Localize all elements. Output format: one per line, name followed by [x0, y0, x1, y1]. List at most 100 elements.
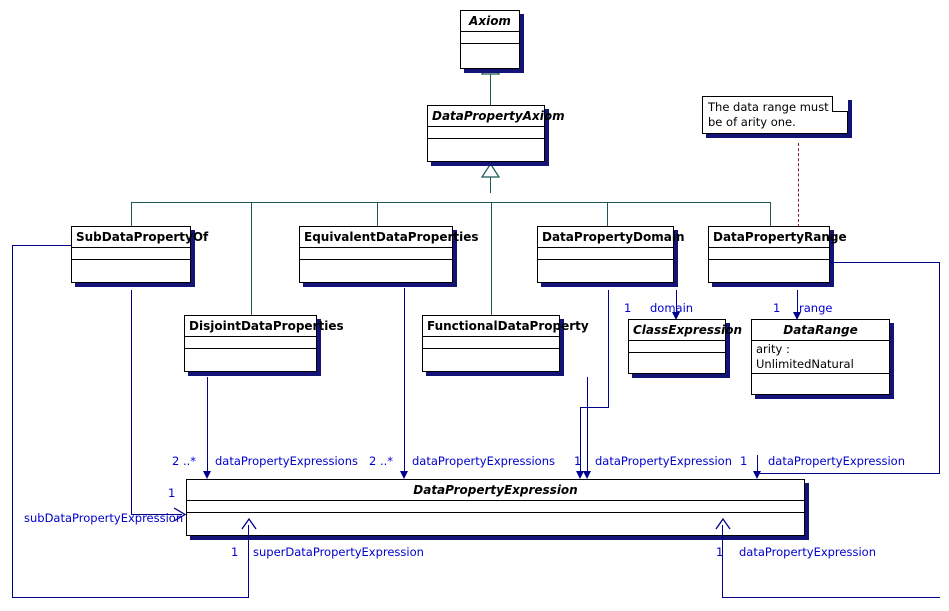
assoc-role-right-self: dataPropertyExpression [739, 545, 876, 559]
assoc-line-sub-dpe-h2 [12, 597, 249, 598]
class-datapropertyexpression-operations [187, 513, 804, 535]
assoc-line-range-dpe-v1 [939, 262, 940, 474]
class-datapropertyaxiom[interactable]: DataPropertyAxiom [427, 105, 565, 162]
assoc-mult-range: 1 [773, 301, 781, 315]
assoc-role-range-dpe: dataPropertyExpression [768, 454, 905, 468]
class-datapropertyrange-attributes [709, 248, 829, 259]
generalization-arrow-dpa [480, 162, 501, 182]
class-disjointdataproperties-operations [185, 349, 316, 371]
assoc-line-right-self-h [722, 597, 940, 598]
class-datapropertydomain-name: DataPropertyDomain [542, 230, 685, 244]
assoc-line-domain-dpe-v1 [608, 290, 609, 408]
assoc-arrow-equiv-dpes [400, 471, 408, 479]
class-disjointdataproperties-name: DisjointDataProperties [189, 319, 344, 333]
class-datapropertydomain-attributes [538, 248, 673, 259]
assoc-mult-functional-dpe: 1 [574, 454, 582, 468]
assoc-line-disjoint-dpes [207, 377, 208, 473]
class-axiom[interactable]: Axiom [460, 10, 520, 69]
class-equivalentdataproperties-operations [300, 260, 452, 282]
class-datapropertyrange[interactable]: DataPropertyRange [708, 226, 847, 283]
generalization-leg-functionaldataproperty [491, 202, 493, 315]
assoc-role-sub-dpe: subDataPropertyExpression [24, 511, 184, 525]
generalization-line-axiom [490, 73, 491, 105]
note-anchor-line [798, 143, 799, 227]
generalization-leg-datapropertydomain [607, 202, 609, 226]
assoc-mult-equiv-dpes: 2 ..* [369, 454, 394, 468]
class-equivalentdataproperties[interactable]: EquivalentDataProperties [299, 226, 479, 283]
assoc-arrow-sub-dpe [170, 506, 188, 523]
class-disjointdataproperties[interactable]: DisjointDataProperties [184, 315, 344, 372]
assoc-line-super-dpe-v [248, 525, 249, 597]
assoc-role-disjoint-dpes: dataPropertyExpressions [215, 454, 358, 468]
assoc-mult-disjoint-dpes: 2 ..* [172, 454, 197, 468]
assoc-mult-range-dpe: 1 [740, 454, 748, 468]
assoc-arrow-right-self [714, 517, 732, 531]
class-functionaldataproperty-operations [423, 349, 559, 371]
class-datapropertyaxiom-attributes [428, 127, 544, 138]
assoc-mult-right-self: 1 [716, 545, 724, 559]
assoc-mult-domain: 1 [624, 301, 632, 315]
class-classexpression-attributes [629, 341, 725, 352]
assoc-line-sub-dpe-v2 [131, 290, 132, 515]
assoc-arrow-super-dpe [240, 517, 258, 531]
class-datarange[interactable]: DataRange arity : UnlimitedNatural [751, 319, 890, 395]
assoc-arrow-disjoint-dpes [203, 471, 211, 479]
assoc-line-domain [676, 290, 677, 315]
class-datarange-attributes: arity : UnlimitedNatural [756, 342, 854, 371]
assoc-role-range: range [799, 301, 833, 315]
class-subdatapropertyof[interactable]: SubDataPropertyOf [71, 226, 208, 283]
assoc-line-domain-dpe-h [580, 407, 609, 408]
class-datapropertyaxiom-name: DataPropertyAxiom [432, 109, 565, 123]
class-datapropertyexpression-name: DataPropertyExpression [413, 483, 578, 497]
class-subdatapropertyof-operations [72, 260, 190, 282]
note-line-1: The data range must [708, 100, 829, 114]
note-arity: The data range must be of arity one. [702, 95, 848, 134]
class-functionaldataproperty[interactable]: FunctionalDataProperty [422, 315, 589, 372]
class-classexpression-operations [629, 353, 725, 373]
assoc-arrow-range-dpe [753, 471, 761, 479]
assoc-line-range-dpe-h1 [830, 262, 940, 263]
class-functionaldataproperty-attributes [423, 337, 559, 348]
class-datapropertydomain[interactable]: DataPropertyDomain [537, 226, 685, 283]
assoc-line-sub-dpe-h3 [131, 514, 182, 515]
assoc-role-domain: domain [650, 301, 694, 315]
class-classexpression[interactable]: ClassExpression [628, 319, 743, 374]
assoc-mult-sub-dpe: 1 [168, 486, 176, 500]
assoc-arrow-functional-dpe [583, 471, 591, 479]
generalization-leg-equivalentdataproperties [377, 202, 379, 226]
assoc-role-functional-dpe: dataPropertyExpression [595, 454, 732, 468]
class-classexpression-name: ClassExpression [633, 323, 743, 337]
note-fold-corner [832, 95, 848, 112]
class-datapropertyexpression[interactable]: DataPropertyExpression [186, 479, 805, 536]
class-datapropertyrange-operations [709, 260, 829, 282]
assoc-arrow-range [793, 312, 801, 320]
class-datarange-name: DataRange [783, 323, 858, 337]
class-axiom-attributes [461, 32, 519, 43]
class-axiom-name: Axiom [469, 14, 511, 28]
assoc-line-right-self-v [722, 525, 723, 597]
assoc-line-sub-dpe-v1 [12, 245, 13, 597]
class-equivalentdataproperties-name: EquivalentDataProperties [304, 230, 479, 244]
assoc-role-equiv-dpes: dataPropertyExpressions [412, 454, 555, 468]
class-datapropertyrange-name: DataPropertyRange [713, 230, 847, 244]
assoc-line-functional-dpe [587, 377, 588, 473]
class-functionaldataproperty-name: FunctionalDataProperty [427, 319, 589, 333]
assoc-line-range [797, 290, 798, 315]
class-equivalentdataproperties-attributes [300, 248, 452, 259]
generalization-bus [131, 202, 771, 204]
class-subdatapropertyof-attributes [72, 248, 190, 259]
note-line-2: be of arity one. [708, 115, 796, 129]
assoc-mult-super-dpe: 1 [231, 545, 239, 559]
class-disjointdataproperties-attributes [185, 337, 316, 348]
generalization-leg-disjointdataproperties [251, 202, 253, 315]
class-axiom-operations [461, 44, 519, 68]
assoc-role-super-dpe: superDataPropertyExpression [253, 545, 424, 559]
class-datapropertyaxiom-operations [428, 139, 544, 161]
class-datarange-operations [752, 374, 889, 394]
assoc-line-equiv-dpes [404, 288, 405, 473]
assoc-line-range-dpe-v2 [757, 455, 758, 474]
generalization-leg-subdatapropertyof [131, 202, 133, 226]
generalization-line-dpa [490, 163, 491, 193]
assoc-arrow-domain [672, 312, 680, 320]
